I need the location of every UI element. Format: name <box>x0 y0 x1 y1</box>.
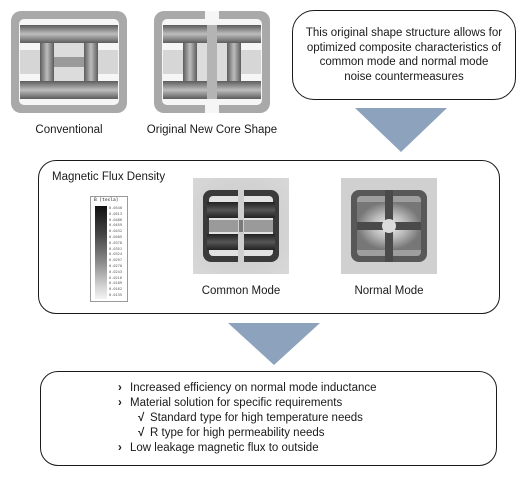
legend-value: 0.0351 <box>109 246 122 251</box>
flux-density-title: Magnetic Flux Density <box>52 171 166 183</box>
bullet-chevron-icon: › <box>118 397 122 409</box>
legend-value: 0.0486 <box>109 217 122 222</box>
callout-text: This original shape structure allows for… <box>306 26 502 84</box>
legend-value: 0.0189 <box>109 281 122 286</box>
list-item: › Increased efficiency on normal mode ind… <box>118 381 377 396</box>
list-item-text: R type for high permeability needs <box>150 427 325 439</box>
list-item: › Low leakage magnetic flux to outside <box>118 441 377 456</box>
flux-legend: B [tesla] 0.0540 0.0513 0.0486 0.0459 0.… <box>90 196 128 302</box>
legend-value: 0.0324 <box>109 252 122 257</box>
callout-line: optimized composite characteristics of <box>306 41 502 54</box>
list-item-text: Material solution for specific requireme… <box>130 397 343 409</box>
new-core-shape-label: Original New Core Shape <box>146 124 278 136</box>
legend-value: 0.0459 <box>109 223 122 228</box>
legend-value: 0.0432 <box>109 229 122 234</box>
legend-values: 0.0540 0.0513 0.0486 0.0459 0.0432 0.040… <box>109 206 122 299</box>
legend-value: 0.0405 <box>109 234 122 239</box>
bullet-chevron-icon: › <box>118 442 122 454</box>
benefits-list: › Increased efficiency on normal mode ind… <box>118 381 377 456</box>
legend-title: B [tesla] <box>94 198 119 203</box>
checkmark-icon: √ <box>138 427 145 439</box>
list-item: › Material solution for specific requirem… <box>118 396 377 411</box>
conventional-label: Conventional <box>35 124 103 136</box>
list-item-text: Low leakage magnetic flux to outside <box>130 442 319 454</box>
common-mode-flux-image <box>193 178 289 274</box>
legend-value: 0.0513 <box>109 211 122 216</box>
common-mode-label: Common Mode <box>201 285 281 297</box>
callout-bubble: This original shape structure allows for… <box>292 10 516 100</box>
normal-mode-flux-image <box>341 178 437 274</box>
list-subitem: √ Standard type for high temperature need… <box>118 411 377 426</box>
legend-value: 0.0135 <box>109 292 122 297</box>
list-subitem: √ R type for high permeability needs <box>118 426 377 441</box>
legend-value: 0.0216 <box>109 275 122 280</box>
flux-density-panel <box>38 160 500 314</box>
callout-line: noise countermeasures <box>344 70 464 83</box>
callout-line: This original shape structure allows for <box>305 27 503 39</box>
down-arrow-icon <box>355 108 447 152</box>
checkmark-icon: √ <box>138 412 145 424</box>
down-arrow-icon <box>228 323 320 365</box>
callout-line: common mode and normal mode <box>319 56 489 68</box>
benefits-panel <box>40 371 497 466</box>
list-item-text: Standard type for high temperature needs <box>150 412 363 424</box>
legend-value: 0.0297 <box>109 258 122 263</box>
list-item-text: Increased efficiency on normal mode indu… <box>130 382 377 394</box>
legend-value: 0.0540 <box>109 206 122 210</box>
new-core-shape-image <box>154 11 270 113</box>
legend-value: 0.0162 <box>109 287 122 292</box>
normal-mode-label: Normal Mode <box>354 285 424 297</box>
legend-gradient-bar <box>95 206 107 299</box>
legend-value: 0.0378 <box>109 240 122 245</box>
conventional-core-image <box>11 11 127 113</box>
legend-value: 0.0243 <box>109 269 122 274</box>
bullet-chevron-icon: › <box>118 382 122 394</box>
legend-value: 0.0270 <box>109 263 122 268</box>
